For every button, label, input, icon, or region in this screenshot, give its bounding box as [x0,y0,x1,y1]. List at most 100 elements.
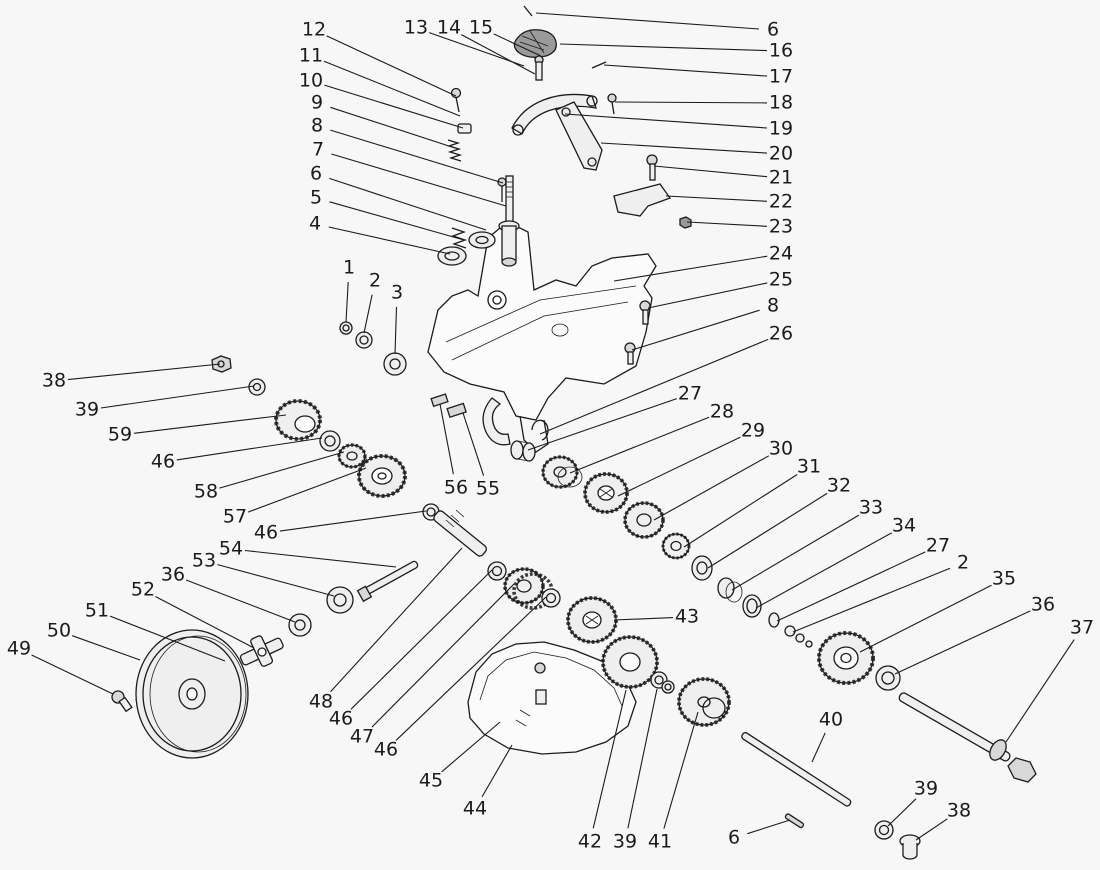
leader-line-4-8 [328,226,451,255]
leader-line-55-43 [462,412,485,476]
transmission-housing [427,225,657,453]
callout-39-69: 39 [914,778,938,800]
callout-54-35: 54 [219,538,243,560]
callout-56-42: 56 [444,477,468,499]
leader-line-13-9 [429,32,525,67]
callout-34-51: 34 [892,515,916,537]
leader-line-23-20 [686,221,768,227]
bearing-36-a [288,613,312,637]
leader-line-31-48 [683,474,798,548]
callout-42-64: 42 [578,831,602,853]
leader-line-45-62 [441,721,501,773]
leader-line-43-57 [613,617,674,621]
pulley-assembly [111,560,419,759]
roll-pin-6-top [523,5,533,17]
leader-line-33-50 [731,514,860,591]
axle-37 [898,692,1011,762]
leader-line-48-58 [330,547,463,693]
leader-line-27-52 [776,551,926,622]
callout-38-70: 38 [947,800,971,822]
leader-line-2-26 [363,294,373,334]
leader-line-19-16 [564,113,768,129]
key-56 [430,393,449,408]
callout-52-38: 52 [131,579,155,601]
callout-39-29: 39 [75,399,99,421]
washer-2-b [784,625,796,637]
leader-line-39-29 [100,385,255,409]
leader-line-26-24 [539,338,769,435]
callout-51-39: 51 [85,600,109,622]
shift-lever-assembly [511,5,692,229]
bracket-22 [613,183,672,217]
shift-knob [513,29,557,58]
washer-bearing-set-123 [339,321,407,376]
callout-46-59: 46 [329,708,353,730]
callout-40-68: 40 [819,709,843,731]
nut-23 [679,216,692,229]
leader-line-7-5 [331,153,507,207]
callout-4-8: 4 [309,213,321,235]
callout-46-31: 46 [151,451,175,473]
spring-9 [446,139,463,162]
callout-21-18: 21 [769,167,793,189]
callout-2-53: 2 [957,552,969,574]
snap-ring-26 [531,419,549,441]
leader-line-1-25 [345,281,349,323]
callout-25-22: 25 [769,269,793,291]
leader-line-3-27 [394,306,398,355]
washer-6 [468,231,496,249]
callout-46-34: 46 [254,522,278,544]
callout-14-10: 14 [437,17,461,39]
callout-7-5: 7 [312,139,324,161]
bushing-27-a [510,440,524,460]
leader-line-32-49 [707,492,828,569]
callout-46-61: 46 [374,739,398,761]
callout-2-26: 2 [369,270,381,292]
leader-line-24-21 [613,255,768,282]
leader-line-18-15 [614,101,768,104]
callout-59-30: 59 [108,424,132,446]
leader-line-52-38 [155,596,255,649]
leader-line-39-69 [887,798,917,827]
callout-9-3: 9 [311,92,323,114]
callout-6-6: 6 [310,163,322,185]
callout-13-9: 13 [404,17,428,39]
leader-line-9-3 [330,106,456,149]
washer-32 [691,555,713,581]
callout-37-56: 37 [1070,617,1094,639]
lower-cover [467,641,637,755]
callout-49-41: 49 [7,638,31,660]
shaft-48 [433,510,487,557]
callout-6-67: 6 [728,827,740,849]
leader-line-58-32 [219,451,345,489]
leader-line-36-55 [894,610,1031,675]
shaft-54 [364,560,419,595]
bearing-46-a [319,430,341,452]
leader-line-57-33 [247,467,367,513]
callout-36-55: 36 [1031,594,1055,616]
washer-2 [355,331,373,349]
right-gear-train [510,440,1037,783]
callout-24-21: 24 [769,243,793,265]
leader-line-51-39 [109,615,226,662]
washer-1 [339,321,353,335]
callout-39-65: 39 [613,831,637,853]
leader-line-20-17 [600,142,768,154]
leader-line-21-18 [653,165,768,178]
bearing-46-d [541,588,561,608]
callout-47-60: 47 [350,726,374,748]
bottom-gear-set [566,596,921,860]
callout-53-36: 53 [192,550,216,572]
axle-hex-end [1007,757,1037,783]
bearing-53 [326,586,354,614]
leader-line-56-42 [439,403,454,475]
leader-line-6-67 [747,819,791,835]
shift-fork [482,397,511,446]
leader-line-14-10 [461,34,536,75]
leader-line-25-22 [647,282,768,309]
leader-line-42-64 [592,689,627,829]
callout-6-12: 6 [767,19,779,41]
axle-40 [741,732,852,807]
shift-rod-7 [505,175,514,223]
